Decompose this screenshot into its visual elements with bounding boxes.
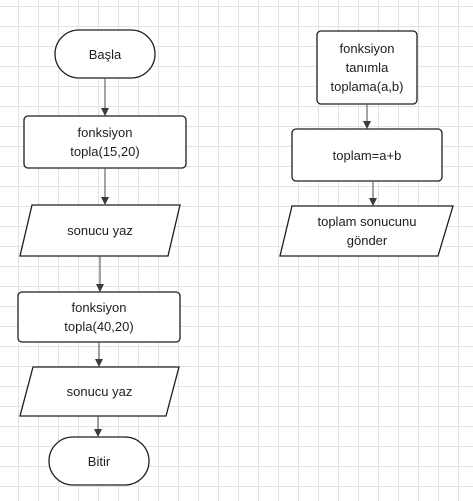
arrowhead-start-call1	[101, 108, 109, 116]
arrowhead-output2-end	[94, 429, 102, 437]
call2-label: fonksiyon topla(40,20)	[64, 300, 134, 334]
define-label: fonksiyon tanımla toplama(a,b)	[330, 41, 404, 94]
arrowhead-output1-call2	[96, 284, 104, 292]
end-terminal-shape[interactable]	[48, 436, 150, 486]
compute-process-shape[interactable]	[291, 128, 443, 182]
arrowhead-compute-return	[369, 198, 377, 206]
output1-label: sonucu yaz	[67, 223, 133, 238]
output2-label: sonucu yaz	[66, 384, 133, 399]
return-io-shape[interactable]	[279, 205, 454, 257]
output1-io-shape[interactable]	[19, 204, 181, 257]
call1-label: fonksiyon topla(15,20)	[70, 125, 140, 159]
output2-io-shape[interactable]	[19, 366, 180, 417]
start-label: Başla	[88, 46, 122, 62]
return-label: toplam sonucunu gönder	[317, 214, 417, 248]
compute-label: toplam=a+b	[332, 147, 402, 163]
arrowhead-define-compute	[363, 121, 371, 129]
arrowhead-call1-output1	[101, 197, 109, 205]
end-label: Bitir	[87, 453, 111, 469]
arrowhead-call2-output2	[95, 359, 103, 367]
